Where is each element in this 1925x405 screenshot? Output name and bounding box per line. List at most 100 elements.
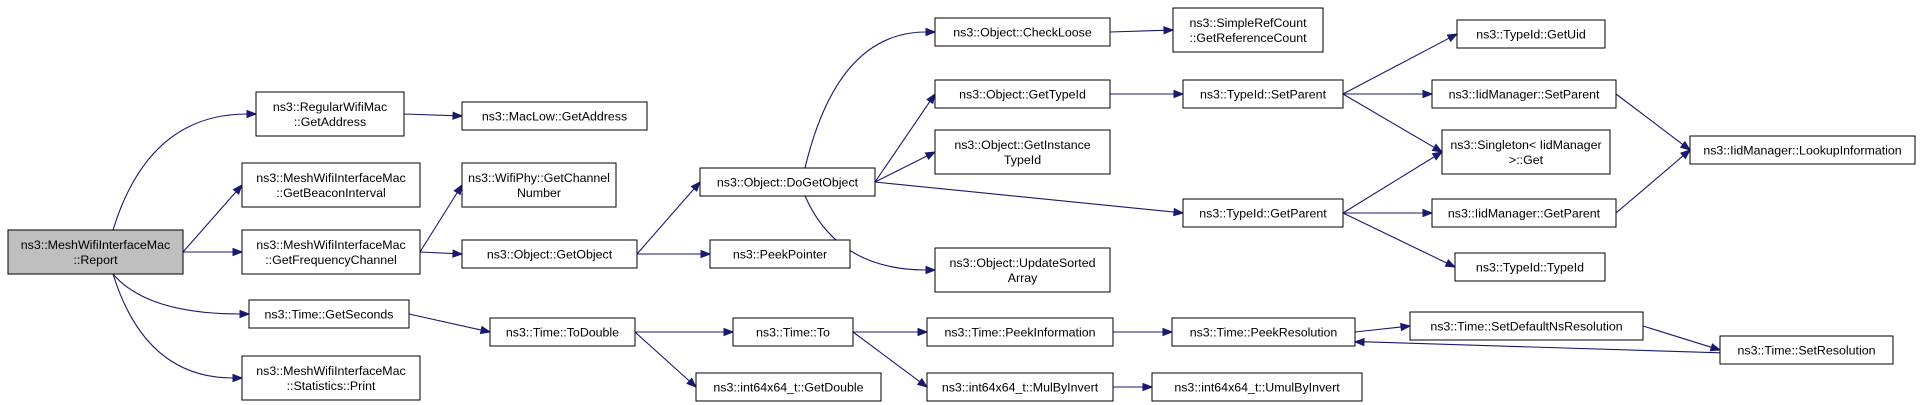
node-label: TypeId	[1004, 153, 1041, 167]
edge-tid-setparent-to-singleton-get	[1342, 93, 1444, 153]
node-lookupinfo[interactable]: ns3::IidManager::LookupInformation	[1689, 135, 1916, 165]
node-box	[248, 299, 410, 329]
node-box	[489, 317, 636, 347]
node-mulbyinvert[interactable]: ns3::int64x64_t::MulByInvert	[926, 372, 1114, 402]
node-label: ns3::Object::DoGetObject	[717, 176, 859, 190]
edge-arrowhead	[1422, 208, 1434, 218]
node-label: ns3::int64x64_t::UmulByInvert	[1174, 381, 1340, 395]
node-umulbyinvert[interactable]: ns3::int64x64_t::UmulByInvert	[1151, 372, 1363, 402]
edge-report-to-rw-getaddr	[112, 109, 258, 231]
node-singleton-get[interactable]: ns3::Singleton< IidManager>::Get	[1441, 129, 1611, 175]
node-freqchan[interactable]: ns3::MeshWifiInterfaceMac::GetFrequencyC…	[241, 229, 421, 275]
node-tid-getuid[interactable]: ns3::TypeId::GetUid	[1456, 19, 1606, 49]
edge-line	[1342, 212, 1448, 264]
edge-line	[1342, 93, 1435, 148]
edge-arrowhead	[1709, 343, 1722, 352]
edge-line	[874, 181, 1175, 213]
edge-tid-getparent-to-singleton-get	[1342, 151, 1444, 214]
node-label: ns3::Time::ToDouble	[506, 326, 619, 340]
edge-arrowhead	[232, 373, 244, 383]
node-peekpointer[interactable]: ns3::PeekPointer	[709, 239, 851, 269]
node-label: ns3::Object::GetObject	[487, 248, 613, 262]
node-maclow-getaddr[interactable]: ns3::MacLow::GetAddress	[461, 101, 648, 131]
node-label: ns3::IidManager::GetParent	[1448, 207, 1601, 221]
node-todouble[interactable]: ns3::Time::ToDouble	[489, 317, 636, 347]
node-report[interactable]: ns3::MeshWifiInterfaceMac::Report	[7, 229, 184, 275]
node-box	[934, 79, 1111, 109]
edge-line	[636, 188, 695, 255]
node-stats-print[interactable]: ns3::MeshWifiInterfaceMac::Statistics::P…	[241, 355, 421, 401]
node-iid-setparent[interactable]: ns3::IidManager::SetParent	[1431, 79, 1617, 109]
node-label: ns3::Singleton< IidManager	[1450, 138, 1601, 152]
node-peekinfo[interactable]: ns3::Time::PeekInformation	[926, 317, 1114, 347]
node-iid-getparent[interactable]: ns3::IidManager::GetParent	[1431, 198, 1617, 228]
node-tid-getparent[interactable]: ns3::TypeId::GetParent	[1182, 198, 1344, 228]
node-label: ns3::TypeId::TypeId	[1476, 261, 1584, 275]
node-box	[1171, 317, 1356, 347]
edge-arrowhead	[1353, 337, 1365, 347]
edge-arrowhead	[1444, 259, 1457, 268]
node-label: ns3::WifiPhy::GetChannel	[468, 171, 610, 185]
node-setdefaultns[interactable]: ns3::Time::SetDefaultNsResolution	[1409, 311, 1644, 341]
node-box	[699, 167, 876, 197]
edge-arrowhead	[700, 249, 712, 259]
edge-arrowhead	[453, 183, 463, 196]
edge-arrowhead	[1162, 327, 1174, 337]
call-edges	[112, 26, 1722, 392]
node-checkloose[interactable]: ns3::Object::CheckLoose	[934, 17, 1111, 47]
edge-line	[1615, 155, 1684, 214]
node-getseconds[interactable]: ns3::Time::GetSeconds	[248, 299, 410, 329]
edge-obj-gettypeid-to-tid-setparent	[1110, 89, 1185, 99]
node-box	[1431, 198, 1617, 228]
node-label: ns3::MeshWifiInterfaceMac	[256, 364, 405, 378]
edge-line	[419, 192, 458, 253]
node-box	[695, 372, 882, 402]
node-tid-typeid[interactable]: ns3::TypeId::TypeId	[1454, 252, 1606, 282]
node-getdouble[interactable]: ns3::int64x64_t::GetDouble	[695, 372, 882, 402]
node-label: ns3::TypeId::SetParent	[1200, 88, 1327, 102]
node-label: ns3::int64x64_t::MulByInvert	[942, 381, 1099, 395]
node-box	[1151, 372, 1363, 402]
node-dogetobject[interactable]: ns3::Object::DoGetObject	[699, 167, 876, 197]
edge-line	[408, 313, 482, 331]
node-simpleref[interactable]: ns3::SimpleRefCount::GetReferenceCount	[1172, 7, 1324, 53]
node-box	[1689, 135, 1916, 165]
edge-line	[1615, 93, 1684, 146]
edge-peekinfo-to-peekres	[1113, 327, 1174, 337]
edge-todouble-to-time-to	[635, 327, 735, 337]
node-setres[interactable]: ns3::Time::SetResolution	[1719, 335, 1894, 365]
edge-line	[112, 273, 241, 315]
node-label: ns3::IidManager::SetParent	[1449, 88, 1600, 102]
node-box	[934, 129, 1111, 175]
node-box	[241, 355, 421, 401]
edge-line	[419, 251, 454, 255]
node-rw-getaddr[interactable]: ns3::RegularWifiMac::GetAddress	[255, 91, 405, 137]
node-obj-gettypeid[interactable]: ns3::Object::GetTypeId	[934, 79, 1111, 109]
node-box	[1431, 79, 1617, 109]
node-box	[1441, 129, 1611, 175]
node-box	[461, 239, 638, 269]
edge-setres-to-peekres	[1353, 337, 1721, 354]
node-label: ns3::int64x64_t::GetDouble	[713, 381, 863, 395]
node-tid-setparent[interactable]: ns3::TypeId::SetParent	[1182, 79, 1344, 109]
edge-time-to-to-peekinfo	[853, 327, 929, 337]
node-getobject[interactable]: ns3::Object::GetObject	[461, 239, 638, 269]
node-peekres[interactable]: ns3::Time::PeekResolution	[1171, 317, 1356, 347]
node-label: ::GetReferenceCount	[1189, 31, 1307, 45]
node-box	[1172, 7, 1324, 53]
node-box	[1719, 335, 1894, 365]
edge-line	[182, 191, 237, 253]
node-label: ns3::Object::GetTypeId	[959, 88, 1086, 102]
edge-report-to-freqchan	[183, 247, 244, 257]
node-time-to[interactable]: ns3::Time::To	[732, 317, 854, 347]
node-box	[926, 372, 1114, 402]
node-beacon[interactable]: ns3::MeshWifiInterfaceMac::GetBeaconInte…	[241, 162, 421, 208]
edge-iid-getparent-to-lookupinfo	[1615, 149, 1692, 214]
edge-arrowhead	[1142, 382, 1154, 392]
edge-dogetobject-to-obj-gettypeid	[874, 92, 936, 183]
node-label: ns3::Object::GetInstance	[954, 138, 1090, 152]
edge-dogetobject-to-updatesorted	[804, 195, 937, 275]
